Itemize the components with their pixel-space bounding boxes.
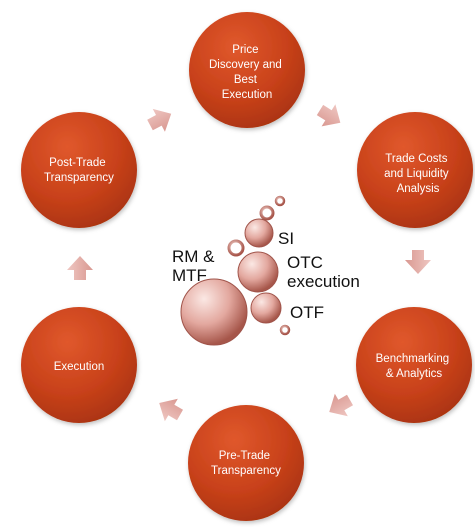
bubble-rm-mtf-ring [227, 239, 245, 257]
cycle-node-price-discovery: Price Discovery and Best Execution [189, 12, 305, 128]
bubble-otf [250, 292, 282, 324]
cycle-node-post-trade: Post-Trade Transparency [21, 112, 137, 228]
bubble-rm-mtf [180, 278, 248, 346]
arrow-benchmarking-to-pre-trade [329, 393, 353, 417]
venue-bubble-cluster [180, 195, 291, 346]
arrow-trade-costs-to-benchmarking [405, 250, 431, 274]
arrow-price-to-trade-costs [316, 104, 341, 127]
bubble-tiny-bottom [279, 324, 291, 336]
cycle-node-trade-costs: Trade Costs and Liquidity Analysis [357, 112, 473, 228]
cycle-node-pre-trade: Pre-Trade Transparency [188, 405, 304, 521]
arrow-post-to-price [147, 108, 172, 132]
cycle-node-execution: Execution [21, 307, 137, 423]
venue-label-si: SI [278, 229, 294, 248]
node-label-execution: Execution [54, 361, 105, 373]
bubble-si-ring [259, 205, 275, 221]
cycle-node-benchmarking: Benchmarking & Analytics [356, 307, 472, 423]
node-label-post-trade: Post-Trade Transparency [44, 157, 114, 184]
venue-label-rm-mtf: RM & MTF [172, 247, 219, 285]
arrow-execution-to-post-trade [67, 256, 93, 280]
node-label-price-discovery: Price Discovery and Best Execution [209, 44, 285, 101]
node-label-benchmarking: Benchmarking & Analytics [376, 353, 453, 380]
arrow-pre-trade-to-execution [159, 398, 183, 422]
venue-label-otf: OTF [290, 303, 324, 322]
venue-label-otc: OTC execution [287, 253, 360, 291]
node-label-pre-trade: Pre-Trade Transparency [211, 450, 281, 477]
bubble-otc [237, 251, 279, 293]
bubble-tiny-top [274, 195, 286, 207]
bubble-si [244, 218, 274, 248]
node-label-trade-costs: Trade Costs and Liquidity Analysis [384, 153, 452, 195]
